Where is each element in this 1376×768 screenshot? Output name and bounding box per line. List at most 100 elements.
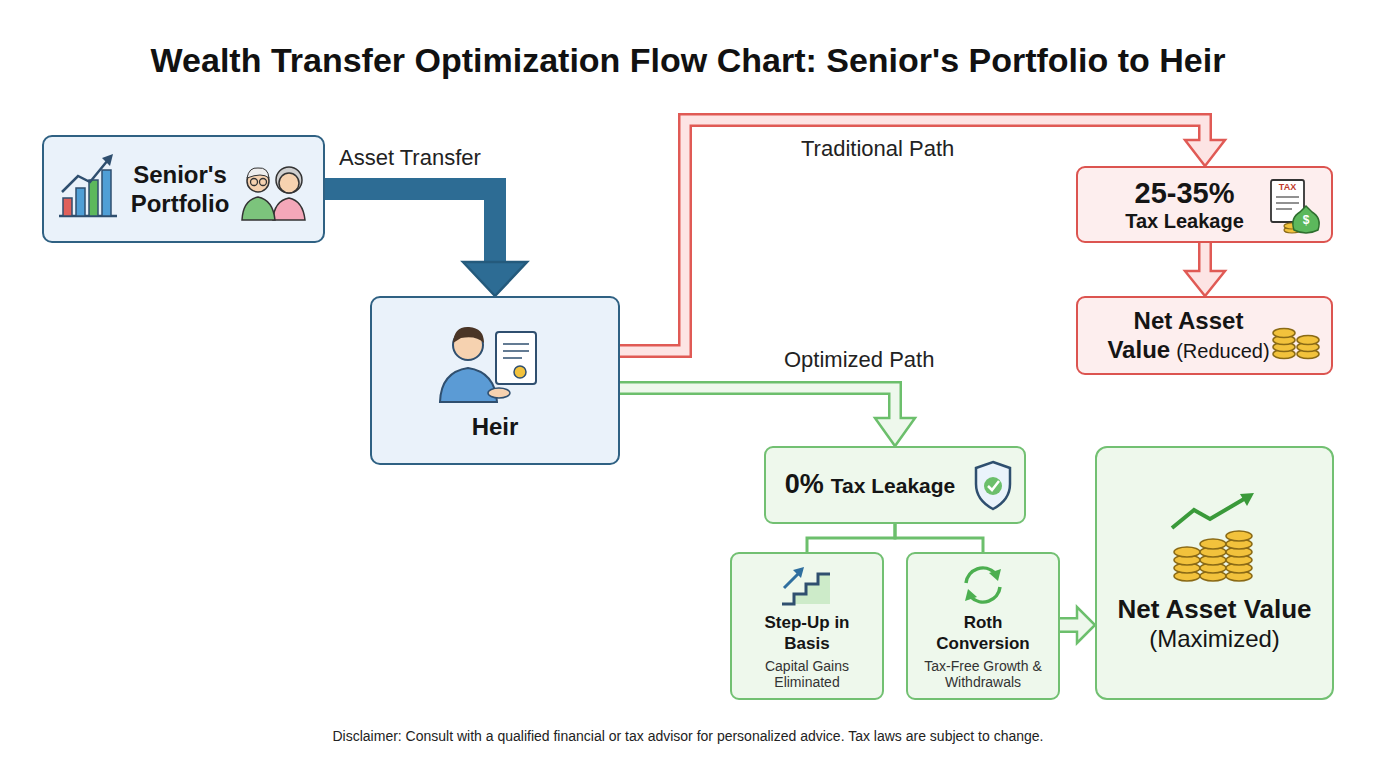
arrow-head [1185,140,1225,166]
coin [1273,329,1295,338]
form-line [1276,196,1299,197]
process-box: Net Asset Value(Reduced) [1076,296,1333,375]
chart-bar [63,198,72,216]
form-line [1276,202,1299,203]
coin [1226,563,1252,573]
coin [1174,555,1200,565]
arrow-shaft-fill [620,388,895,421]
flow-arrow [620,388,915,446]
flow-arrow [325,189,527,296]
tax-form [1271,180,1304,222]
box-content: Net Asset Value(Reduced) [1103,306,1274,366]
coin [1284,227,1300,233]
box-content: Roth ConversionTax-Free Growth & Withdra… [914,612,1052,690]
shield [976,462,1010,509]
check-circle [984,477,1002,495]
box-text: Tax Leakage [1125,209,1244,233]
arrow-shaft-fill [1201,243,1210,274]
head [279,173,299,193]
check-mark [988,481,999,490]
chart-axis [59,215,117,218]
coin [1284,223,1300,229]
coins-icon [1273,329,1319,359]
form-line [1276,208,1292,209]
stairs-icon [782,567,830,604]
document-line [503,357,522,359]
box-heading: Heir [472,413,519,441]
coin [1200,547,1226,557]
coin [1174,571,1200,581]
box-text: Capital Gains Eliminated [742,658,872,690]
refresh-arc [966,568,995,583]
refresh-icon [965,568,1001,602]
glasses [251,179,258,186]
box-heading: Senior's Portfolio [122,160,238,218]
box-text: (Reduced) [1176,340,1269,362]
box-content: Senior's Portfolio [122,160,238,218]
body [273,198,305,220]
seal [514,366,526,378]
icon-label: $ [1297,213,1315,227]
arrow-shaft-fill [1060,620,1080,631]
trend-arrow [102,154,113,166]
coin [1297,350,1319,359]
body [440,368,497,402]
hair [247,168,269,178]
box-heading: Roth Conversion [933,612,1033,654]
chart-bar [76,188,85,216]
diagram-title: Wealth Transfer Optimization Flow Chart:… [0,38,1376,82]
coin [1226,547,1252,557]
coin [1200,563,1226,573]
icon-label: TAX [1272,182,1303,193]
arrow-shaft [807,524,895,552]
box-content: Step-Up in BasisCapital Gains Eliminated [738,612,876,690]
coin [1226,539,1252,549]
box-heading: 25-35% [1135,177,1235,209]
growth-coins-icon [1172,493,1254,581]
coin [1273,336,1295,345]
coin [1273,350,1295,359]
chart-bar [102,170,111,216]
document [496,332,536,384]
box-heading: Step-Up in Basis [757,612,857,654]
process-box: Net Asset Value(Maximized) [1095,446,1334,700]
path-label: Asset Transfer [339,145,481,171]
coin [1297,336,1319,345]
coin [1297,343,1319,352]
hair [276,167,302,193]
glasses [260,179,267,186]
box-content: 0%Tax Leakage [776,468,964,502]
coin [1174,547,1200,557]
refresh-head [989,569,1001,581]
stairs [782,574,830,604]
coin [1273,343,1295,352]
box-text: Tax-Free Growth & Withdrawals [918,658,1048,690]
process-box: Step-Up in BasisCapital Gains Eliminated [730,552,884,700]
flow-arrow [1185,243,1225,296]
path-label: Traditional Path [801,136,954,162]
arrow-head [1185,271,1225,296]
body [242,197,275,220]
box-text: (Maximized) [1149,624,1280,654]
head [247,170,269,192]
coin [1226,555,1252,565]
coin [1226,571,1252,581]
arrow-head [463,262,527,296]
coin [1174,563,1200,573]
shield-icon [976,462,1010,509]
box-content: 25-35%Tax Leakage [1098,177,1271,233]
process-box: Heir [370,296,620,465]
money-bag [1293,206,1319,233]
coin [1200,555,1226,565]
box-heading: 0% [785,469,824,499]
up-arrow [784,573,799,588]
growth-arrow [1240,493,1254,506]
box-content: Net Asset Value(Maximized) [1103,594,1326,654]
process-box: Senior's Portfolio [42,135,325,243]
trend-line [62,160,108,192]
flow-arrow [1060,607,1095,643]
